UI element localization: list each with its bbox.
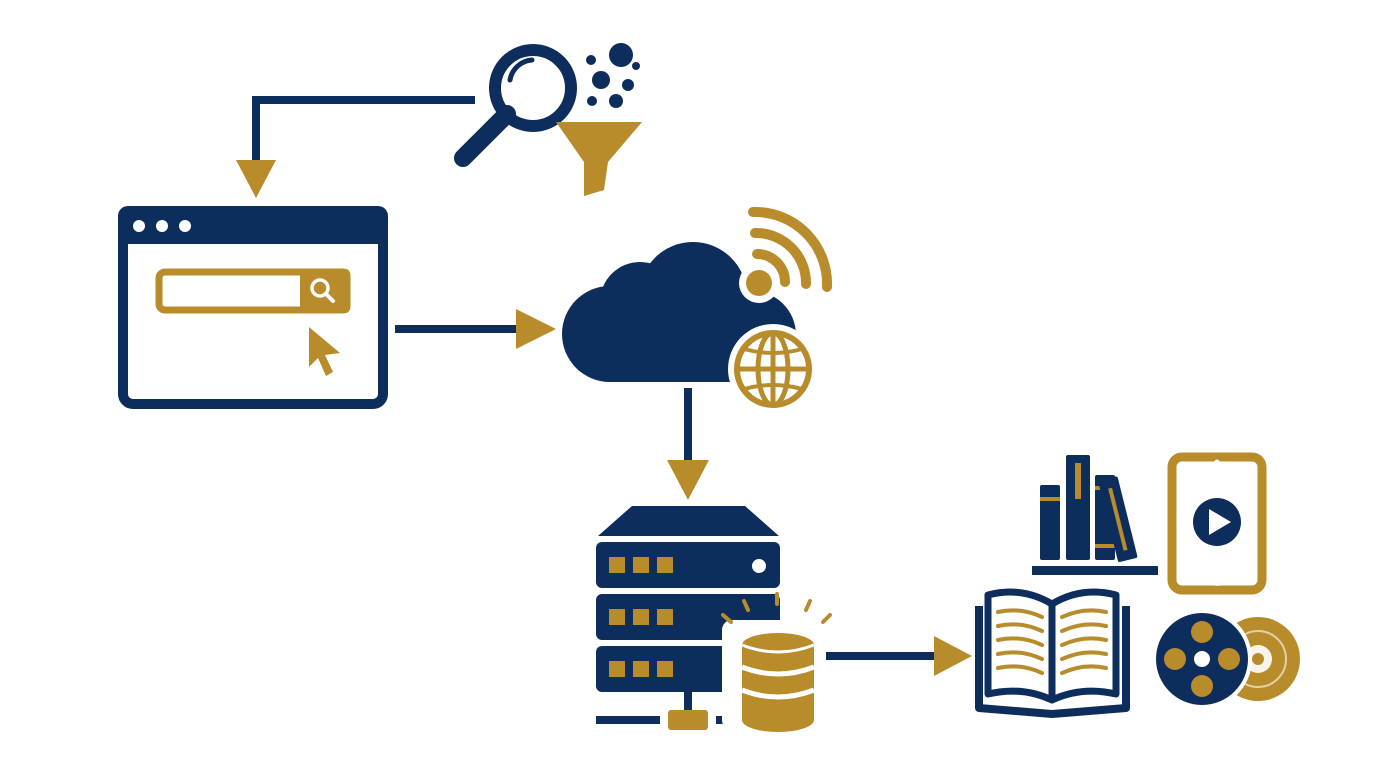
node-cloud-network <box>562 206 833 414</box>
arrowhead-icon <box>934 636 972 676</box>
funnel-icon <box>556 122 642 196</box>
globe-icon <box>728 324 818 414</box>
node-server-database <box>596 506 832 732</box>
node-search-filter <box>454 43 642 196</box>
edge-browser-to-cloud <box>395 309 556 349</box>
edge-search-to-browser <box>236 96 475 198</box>
books-icon <box>1032 455 1158 575</box>
node-browser-search <box>118 206 388 409</box>
sparkle-icon <box>721 592 832 624</box>
arrowhead-icon <box>236 160 276 198</box>
cloud-icon <box>562 242 796 382</box>
open-book-icon <box>975 588 1130 718</box>
browser-window-icon <box>118 206 388 409</box>
cursor-icon <box>309 327 340 376</box>
particles-icon <box>586 43 640 108</box>
edge-server-to-library <box>818 636 972 676</box>
arrowhead-icon <box>667 460 709 500</box>
tablet-video-icon <box>1167 452 1267 595</box>
film-reel-icon <box>1152 609 1252 709</box>
edge-cloud-to-server <box>667 388 709 500</box>
node-library-media <box>975 452 1300 718</box>
database-icon <box>721 592 832 732</box>
search-bar-icon <box>155 268 351 314</box>
arrowhead-icon <box>516 309 556 349</box>
magnifier-icon <box>454 44 577 167</box>
wifi-signal-icon <box>739 206 833 303</box>
